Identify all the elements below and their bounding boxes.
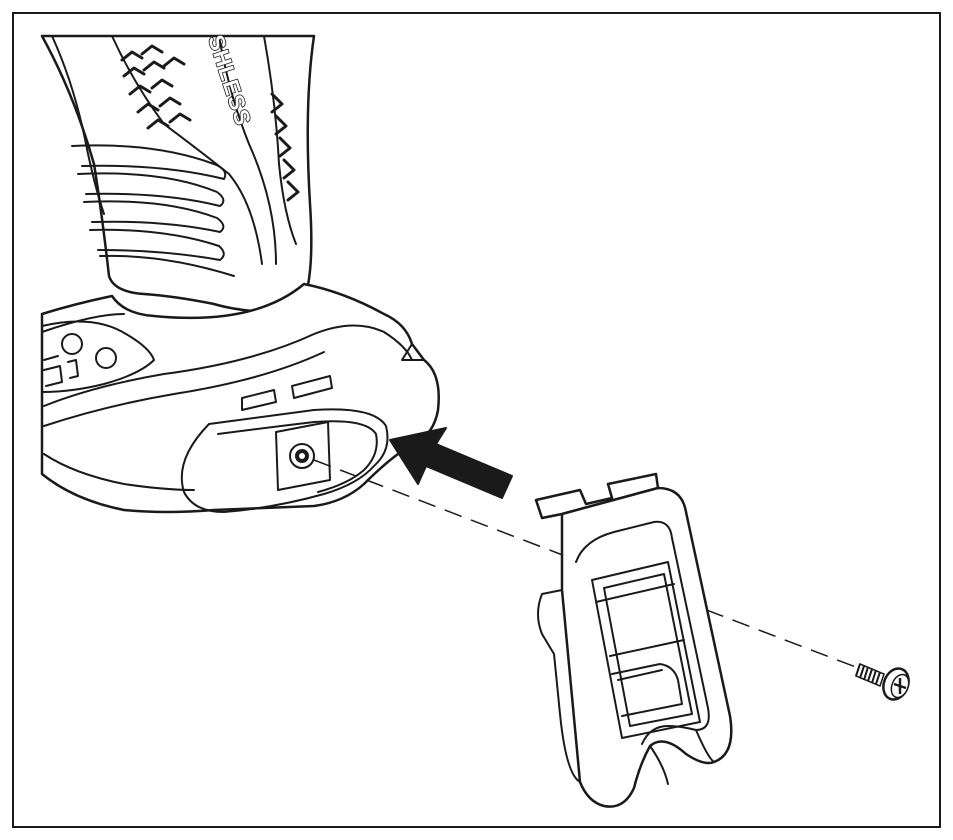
assembly-diagram: SHLESS [40,31,910,808]
drill-handle: SHLESS [40,31,316,314]
grip-chevrons [120,44,300,202]
drill-base [40,282,440,514]
arrow-left-icon [389,427,513,499]
belt-clip [534,472,733,808]
screw-hole [275,421,331,491]
figure-frame: SHLESS [12,12,941,828]
alignment-dashed-line [313,459,875,675]
screw-icon [855,662,910,701]
